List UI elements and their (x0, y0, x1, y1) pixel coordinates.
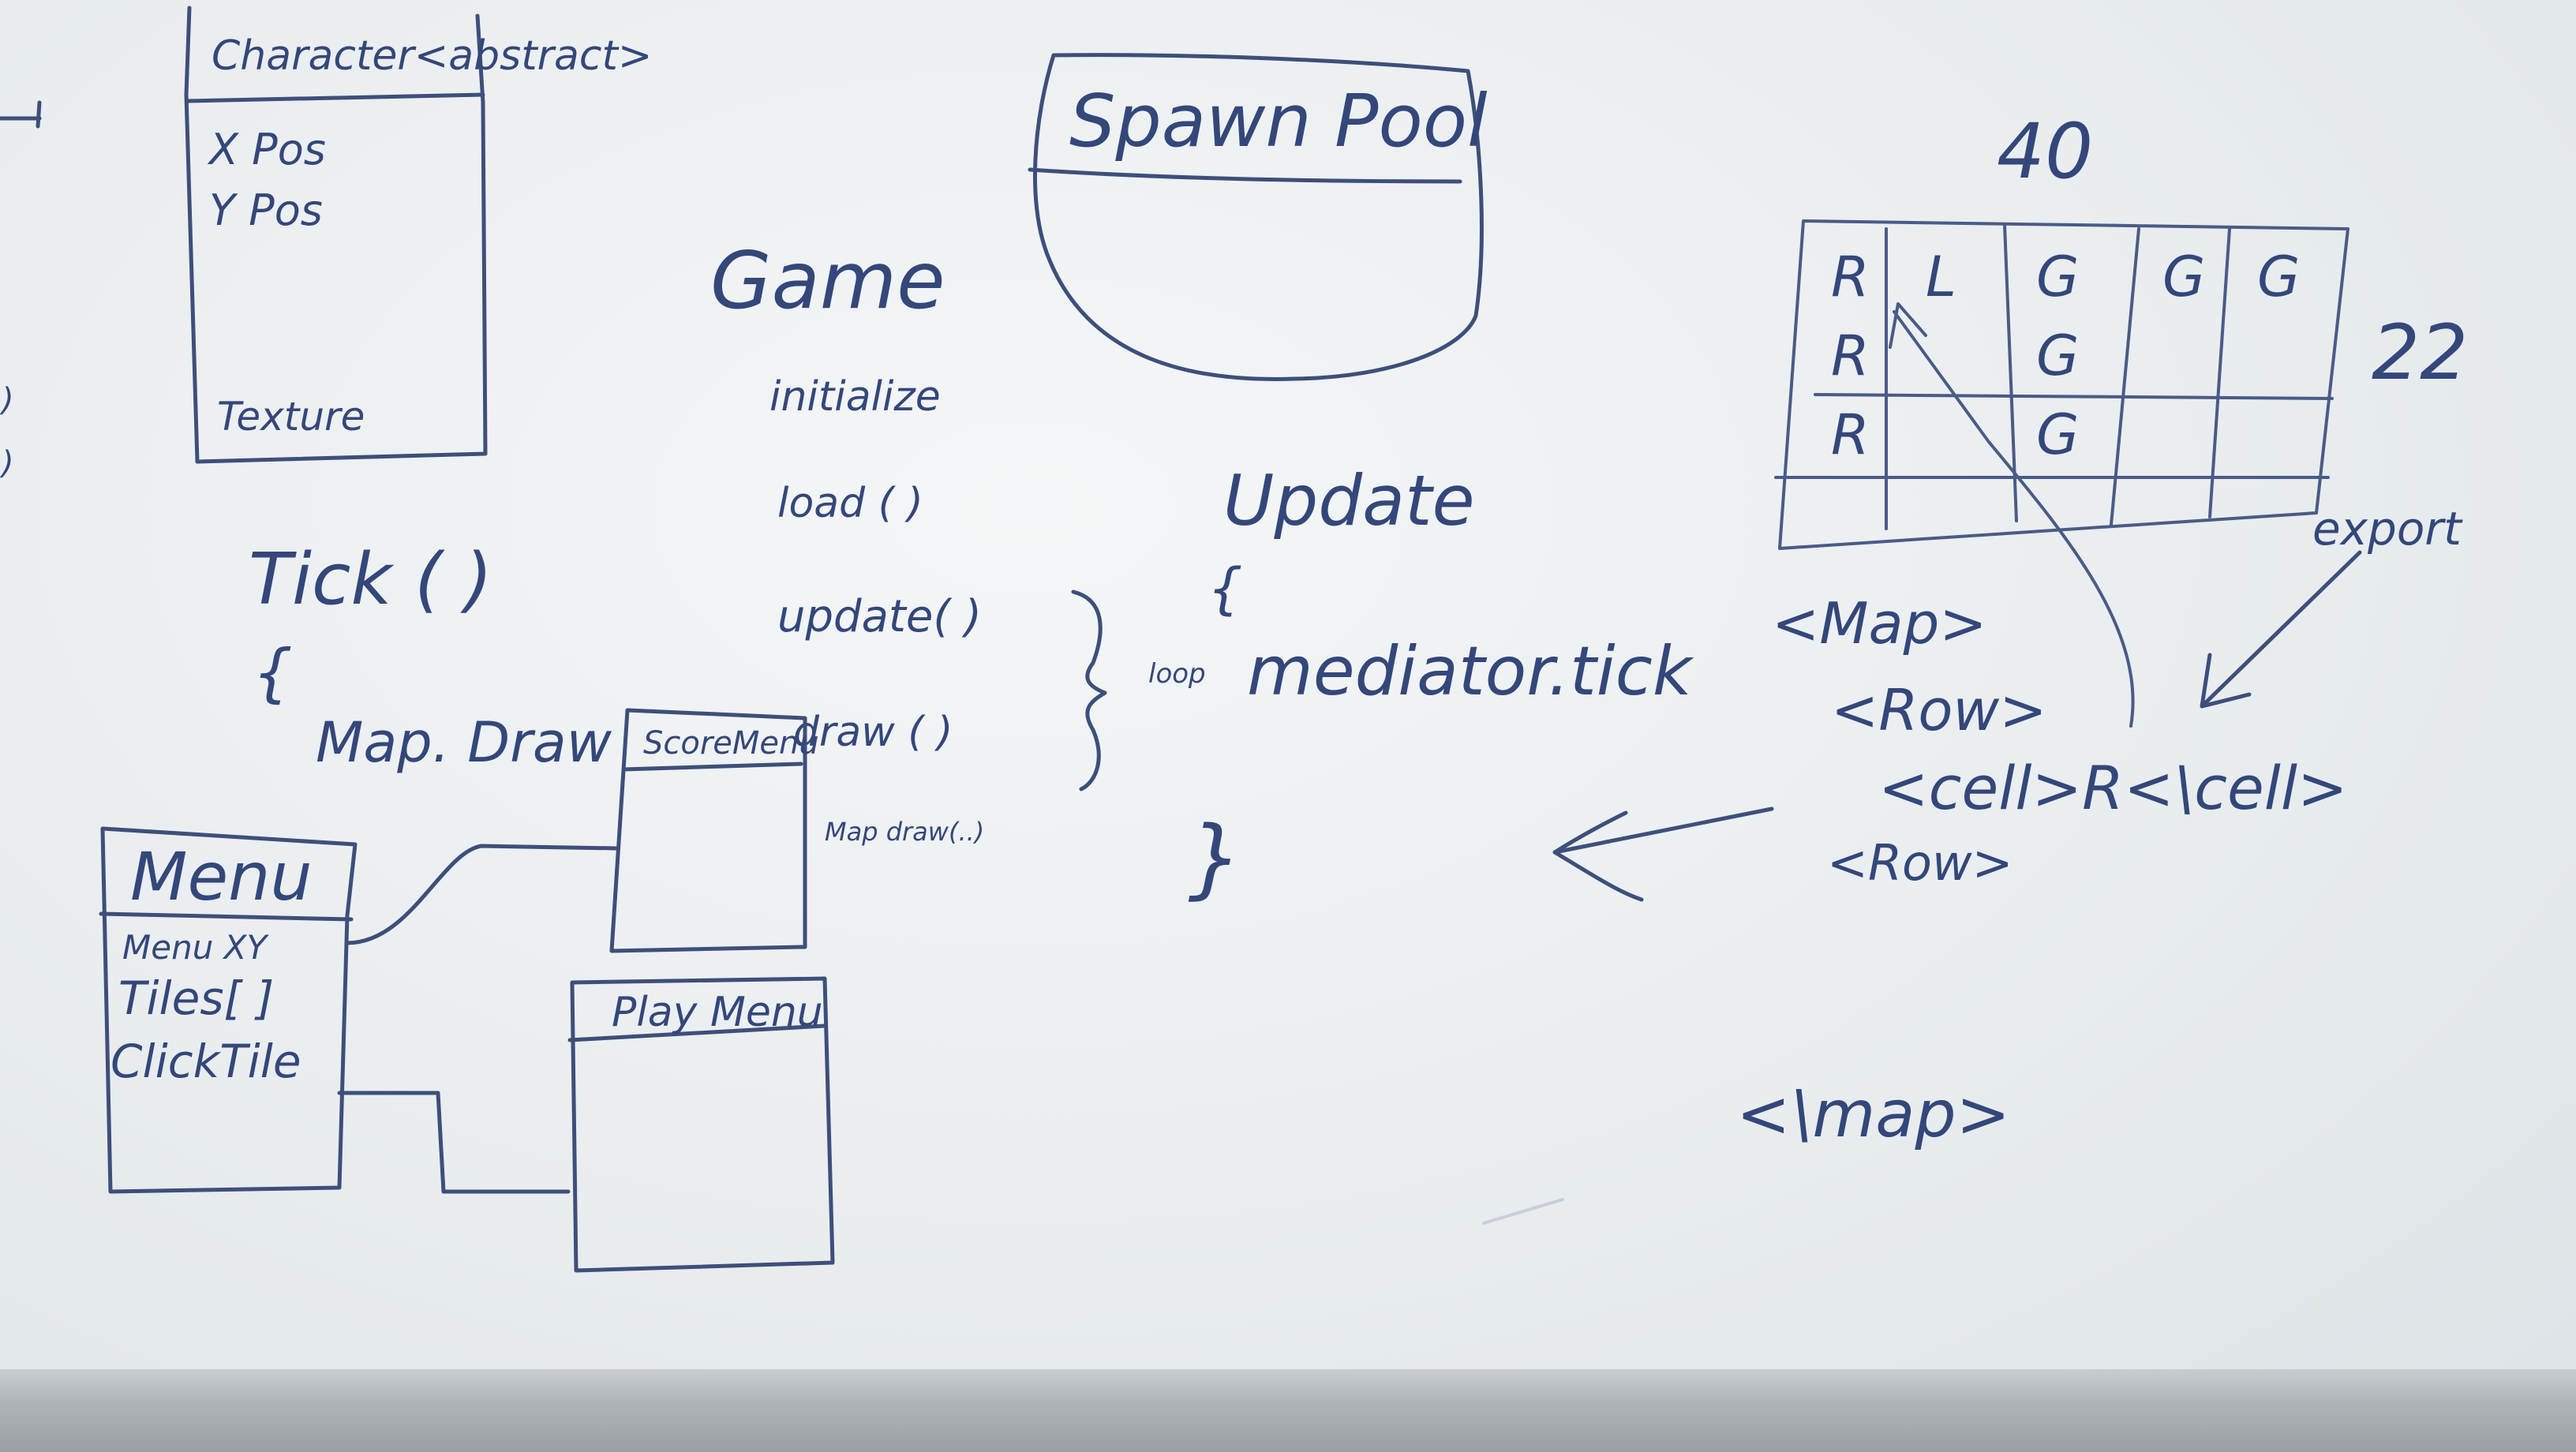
export-label: export (2312, 502, 2463, 556)
xml-block: <Map> <Row> <cell>R<\cell> <Row> <\map> (1736, 590, 2348, 1152)
tick-call: Map. Draw (316, 710, 612, 775)
tick-title: Tick ( ) (249, 538, 492, 621)
menu-title: Menu (130, 838, 313, 915)
xml-map-close: <\map> (1736, 1077, 2010, 1152)
grid-cell-r2-c2: G (2036, 402, 2079, 467)
grid-arrow-line (1893, 310, 2135, 728)
play-menu-title: Play Menu (612, 989, 823, 1036)
marker-tray (0, 1369, 2576, 1452)
game-method-draw: draw ( ) (793, 709, 953, 756)
edge-mark: ) (0, 382, 14, 418)
spawn-pool-title: Spawn Pool (1069, 79, 1488, 163)
update-open-brace: { (1208, 556, 1243, 621)
connector-to-play (337, 1091, 571, 1194)
grid-cell-r0-c3: G (2162, 245, 2205, 309)
menu-field-tiles: Tiles[ ] (118, 971, 274, 1025)
grid-cell-r1-c0: R (1831, 324, 1870, 388)
character-class-title: Character<abstract> (212, 32, 652, 80)
character-field-texture: Texture (217, 394, 365, 440)
update-title: Update (1223, 460, 1475, 541)
character-class-box: Character<abstract> X Pos Y Pos Texture (184, 6, 652, 464)
tick-block: Tick ( ) { Map. Draw (249, 538, 612, 775)
spawn-pool-box: Spawn Pool (1028, 53, 1488, 381)
grid-width-label: 40 (1997, 107, 2093, 196)
export-arrow-icon (2200, 550, 2362, 709)
game-block: Game initialize load ( ) update( ) draw … (710, 234, 1107, 791)
update-block: Update { loop mediator.tick } (1148, 460, 1694, 908)
xml-row-close: <Row> (1827, 834, 2013, 892)
grid-cell-r0-c1: L (1926, 245, 1956, 309)
connector-to-score (345, 844, 618, 945)
map-grid: 40 22 (1774, 107, 2468, 728)
game-method-update: update( ) (777, 591, 982, 642)
grid-cell-r1-c2: G (2036, 324, 2079, 388)
xml-map-open: <Map> (1772, 590, 1987, 657)
game-title: Game (710, 234, 945, 327)
grid-cell-r0-c4: G (2257, 245, 2300, 309)
update-call: mediator.tick (1247, 632, 1694, 711)
tick-open-brace: { (253, 636, 293, 709)
curly-brace-icon (1071, 589, 1107, 791)
erased-mark (1482, 1198, 1564, 1225)
grid-cell-r2-c0: R (1831, 402, 1870, 467)
menu-field-xy: Menu XY (122, 928, 269, 967)
update-loop-label: loop (1148, 658, 1206, 690)
grid-height-label: 22 (2372, 309, 2468, 397)
game-method-initialize: initialize (769, 373, 941, 421)
menu-class-box: Menu Menu XY Tiles[ ] ClickTile (99, 826, 358, 1194)
map-draw-note: Map draw(..) (825, 817, 984, 847)
edge-mark-2: ) (0, 445, 14, 481)
game-method-load: load ( ) (777, 480, 923, 527)
import-arrow-icon (1552, 806, 1774, 902)
update-close-brace: } (1188, 807, 1243, 908)
grid-cell-r0-c0: R (1831, 245, 1870, 309)
score-menu-title: ScoreMenu (643, 725, 819, 762)
edge-sketch (0, 100, 42, 129)
score-menu-box: ScoreMenu (609, 708, 819, 953)
character-field-y: Y Pos (209, 185, 323, 235)
grid-cell-r0-c2: G (2036, 245, 2079, 309)
xml-row-open: <Row> (1831, 677, 2047, 743)
menu-field-clicktile: ClickTile (110, 1035, 301, 1088)
xml-cell-line: <cell>R<\cell> (1878, 753, 2348, 823)
play-menu-box: Play Menu (567, 976, 835, 1273)
character-field-x: X Pos (207, 125, 326, 174)
